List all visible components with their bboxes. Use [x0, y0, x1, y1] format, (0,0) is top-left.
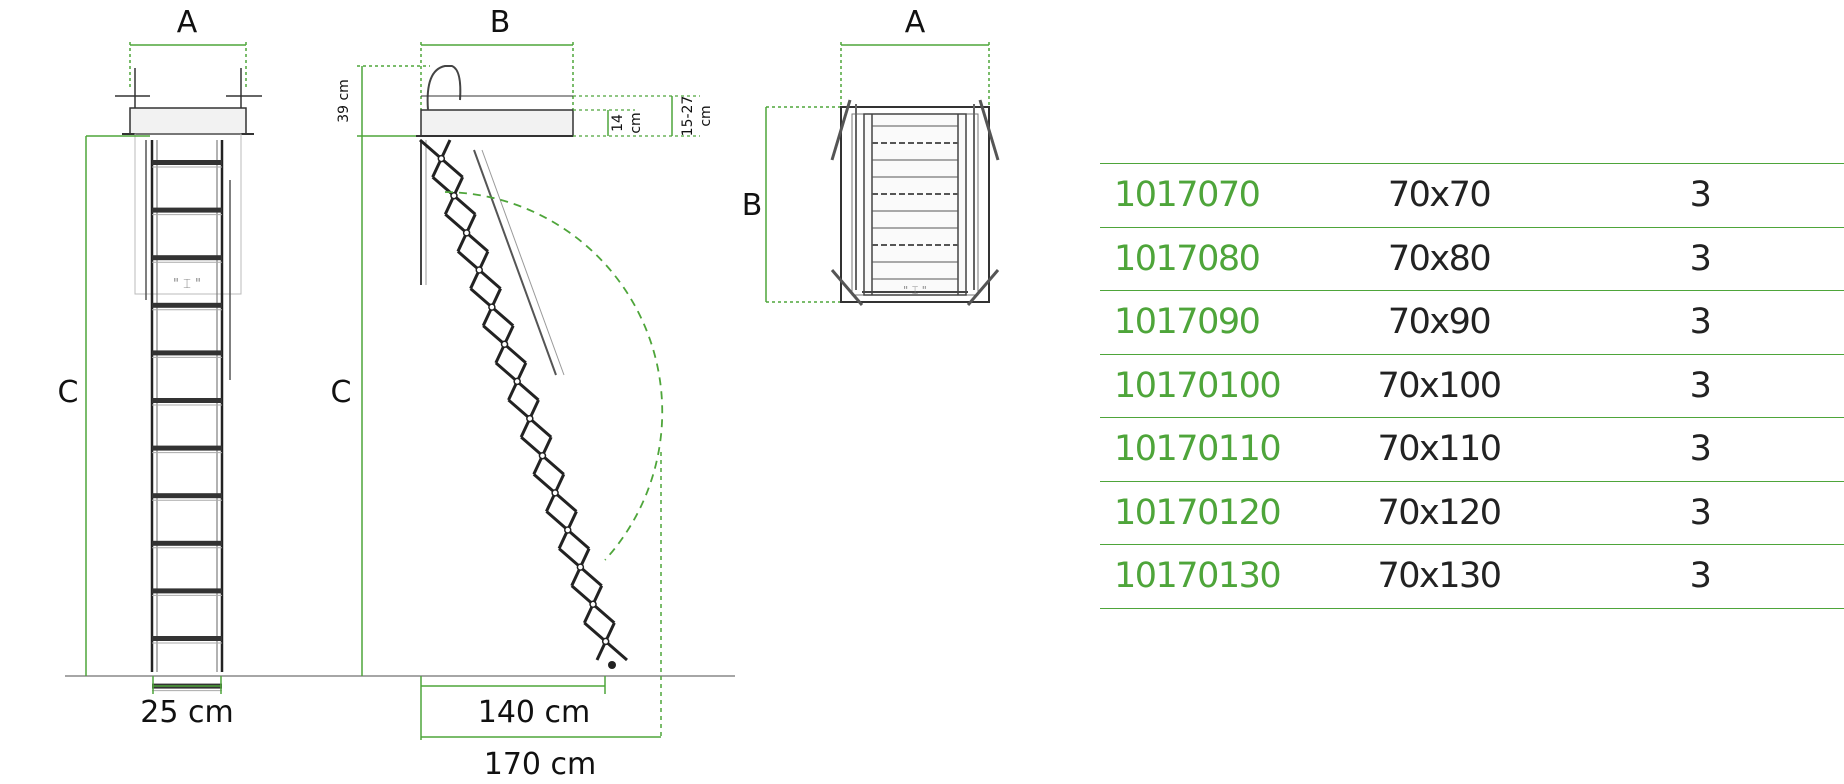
size-cell: 70x120: [1364, 481, 1514, 545]
size-cell: 70x110: [1364, 417, 1514, 482]
table-spacer-cell: [1780, 354, 1844, 418]
quantity-cell: 3: [1514, 544, 1780, 609]
size-cell: 70x70: [1364, 163, 1514, 228]
quantity-cell: 3: [1514, 354, 1780, 418]
side-height-label: C: [331, 375, 352, 410]
table-spacer-cell: [1780, 227, 1844, 291]
side-view-drawing: B 39 cm 14 cm 15-27 cm C: [331, 5, 714, 782]
model-code-cell: 10170110: [1100, 417, 1364, 482]
table-spacer-cell: [1780, 481, 1844, 545]
table-spacer-cell: [1780, 417, 1844, 482]
model-code-cell: 10170100: [1100, 354, 1364, 418]
table-spacer-cell: [1780, 163, 1844, 228]
model-code-cell: 10170120: [1100, 481, 1364, 545]
top-width-label: A: [905, 5, 926, 40]
table-spacer-cell: [1780, 290, 1844, 355]
footprint-140-label: 140 cm: [478, 695, 591, 730]
side-width-label: B: [490, 5, 511, 40]
front-view-drawing: A C " ⌶ " 25 cm: [58, 5, 735, 730]
quantity-cell: 3: [1514, 481, 1780, 545]
front-width-label: A: [177, 5, 198, 40]
svg-text:" ⌶ ": " ⌶ ": [173, 277, 201, 292]
model-code-cell: 1017090: [1100, 290, 1364, 355]
footprint-170-label: 170 cm: [484, 747, 597, 782]
size-cell: 70x100: [1364, 354, 1514, 418]
quantity-cell: 3: [1514, 227, 1780, 291]
model-code-cell: 10170130: [1100, 544, 1364, 609]
hatch-14-unit: cm: [628, 112, 644, 133]
model-code-cell: 1017070: [1100, 163, 1364, 228]
hatch-14-label: 14: [610, 114, 626, 132]
quantity-cell: 3: [1514, 417, 1780, 482]
size-cell: 70x90: [1364, 290, 1514, 355]
frame-height-label: 39 cm: [336, 79, 352, 123]
quantity-cell: 3: [1514, 163, 1780, 228]
table-spacer-cell: [1780, 544, 1844, 609]
size-cell: 70x130: [1364, 544, 1514, 609]
step-width-label: 25 cm: [140, 695, 233, 730]
top-depth-label: B: [742, 188, 763, 223]
model-code-cell: 1017080: [1100, 227, 1364, 291]
hatch-15-27-unit: cm: [698, 105, 714, 126]
svg-text:" ⌶ ": " ⌶ ": [903, 284, 927, 297]
size-cell: 70x80: [1364, 227, 1514, 291]
hatch-15-27-label: 15-27: [680, 96, 696, 137]
front-height-label: C: [58, 375, 79, 410]
quantity-cell: 3: [1514, 290, 1780, 355]
top-view-drawing: A B " ⌶ ": [742, 5, 1000, 306]
